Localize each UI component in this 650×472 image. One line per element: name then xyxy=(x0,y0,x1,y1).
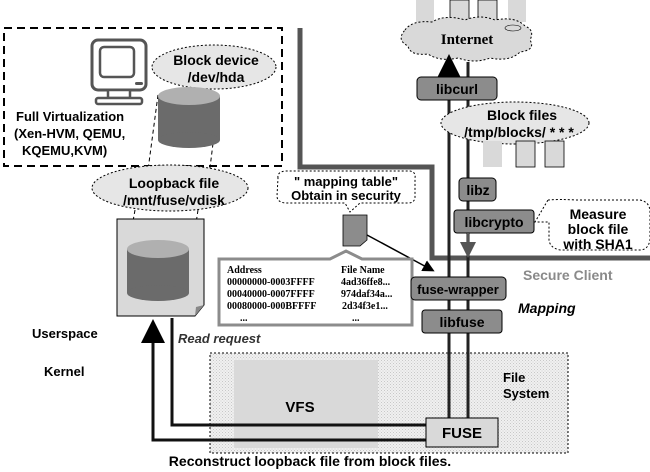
mapping-callout-line2: Obtain in security xyxy=(291,188,402,203)
libcurl-label: libcurl xyxy=(436,81,478,97)
monitor-icon xyxy=(90,38,148,106)
table-row-file: 974daf34a... xyxy=(341,289,393,300)
table-row-address: 00080000-000BFFFF xyxy=(227,301,316,312)
block-file-stack-icon xyxy=(483,140,565,168)
fuse-wrapper-box: fuse-wrapper xyxy=(410,276,507,301)
measure-line3: with SHA1 xyxy=(562,236,632,252)
full-virtualization-line3: KQEMU,KVM) xyxy=(22,143,107,158)
kernel-label: Kernel xyxy=(44,364,84,379)
full-virtualization-line2: (Xen-HVM, QEMU, xyxy=(14,126,125,141)
disk-cylinder-icon xyxy=(158,87,220,148)
block-files-line2: /tmp/blocks/ * * * xyxy=(464,124,574,140)
block-files-ellipse: Block files /tmp/blocks/ * * * xyxy=(440,101,590,145)
userspace-label: Userspace xyxy=(32,326,98,341)
mapping-table-callout: " mapping table" Obtain in security xyxy=(276,170,416,213)
loopback-file-ellipse: Loopback file /mnt/fuse/vdisk xyxy=(91,164,249,212)
read-request-path xyxy=(170,318,426,427)
measure-line1: Measure xyxy=(570,206,627,222)
internet-block-files-icon xyxy=(416,0,526,23)
table-row-address: 00040000-0007FFFF xyxy=(227,289,315,300)
table-row-address: 00000000-0003FFFF xyxy=(227,277,315,288)
full-virtualization-title: Full Virtualization xyxy=(16,109,124,124)
block-device-line1: Block device xyxy=(173,52,259,68)
mapping-callout-line1: " mapping table" xyxy=(294,174,398,189)
internet-label: Internet xyxy=(441,32,494,48)
measure-sha1-callout: Measure block file with SHA1 xyxy=(534,199,650,252)
block-device-ellipse: Block device /dev/hda xyxy=(151,44,277,90)
libz-box: libz xyxy=(458,177,497,202)
libcrypto-box: libcrypto xyxy=(453,209,535,234)
libz-label: libz xyxy=(466,182,489,198)
reconstruct-path xyxy=(141,319,426,442)
mapping-table: Address File Name 00000000-0003FFFF 4ad3… xyxy=(217,249,414,327)
libfuse-label: libfuse xyxy=(439,314,484,330)
table-row-file: 4ad36ffe8... xyxy=(341,277,391,288)
table-ellipsis-file: ... xyxy=(352,313,360,324)
loopback-file-document-icon xyxy=(116,218,205,317)
mapping-arrow xyxy=(366,234,435,272)
fuse-kernel-box: FUSE xyxy=(425,417,499,448)
loopback-line1: Loopback file xyxy=(129,175,219,191)
vfs-label: VFS xyxy=(285,399,314,416)
file-system-region: VFS File System xyxy=(209,352,569,454)
file-system-label-1: File xyxy=(503,370,525,385)
measure-line2: block file xyxy=(568,221,629,237)
libcurl-box: libcurl xyxy=(416,76,498,101)
block-files-line1: Block files xyxy=(487,107,557,123)
fuse-wrapper-label: fuse-wrapper xyxy=(417,282,499,297)
vfs-box xyxy=(234,360,378,448)
libcrypto-label: libcrypto xyxy=(464,214,523,230)
table-ellipsis-address: ... xyxy=(240,313,248,324)
fuse-label: FUSE xyxy=(442,425,482,442)
internet-cloud-icon: Internet xyxy=(400,16,533,62)
block-device-line2: /dev/hda xyxy=(188,69,245,85)
loopback-line2: /mnt/fuse/vdisk xyxy=(123,192,225,208)
read-request-label: Read request xyxy=(178,331,261,346)
file-system-label-2: System xyxy=(503,386,549,401)
table-header-file-name: File Name xyxy=(341,265,385,276)
table-row-file: 2d34f3e1... xyxy=(342,301,388,312)
caption: Reconstruct loopback file from block fil… xyxy=(169,453,451,469)
libfuse-box: libfuse xyxy=(421,309,503,334)
mapping-label: Mapping xyxy=(518,300,576,316)
mapping-table-file-icon xyxy=(342,214,368,247)
secure-client-boundary xyxy=(297,28,650,261)
table-header-address: Address xyxy=(227,265,262,276)
secure-client-label: Secure Client xyxy=(523,267,613,283)
